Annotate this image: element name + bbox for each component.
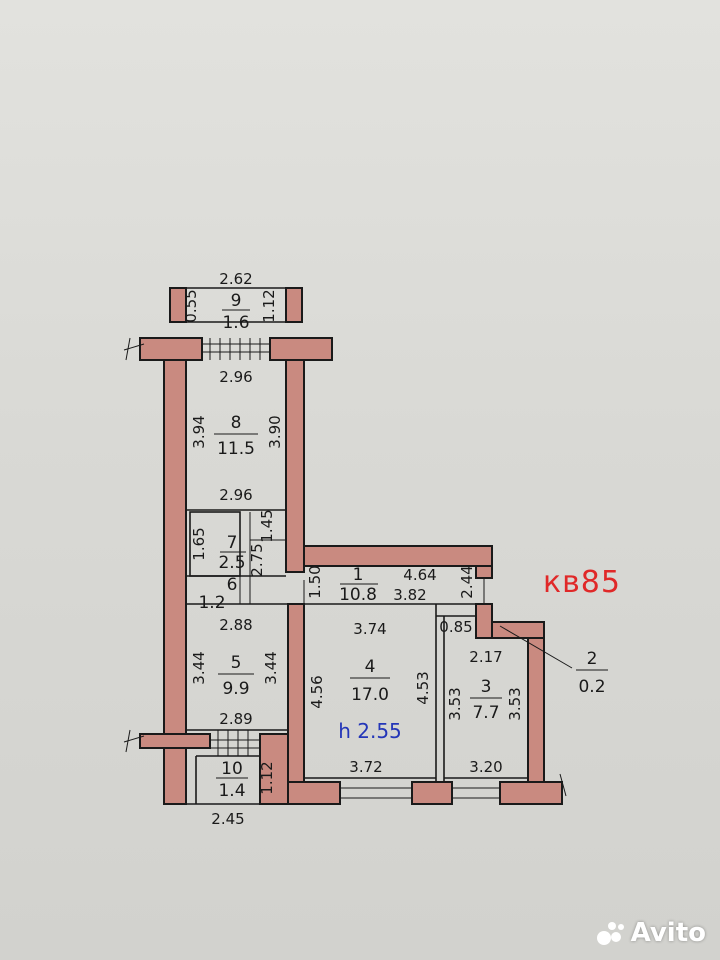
- room-10-number: 10: [221, 759, 243, 779]
- dim-room9-left: 0.55: [182, 289, 200, 322]
- left-lower-wall: [163, 747, 187, 805]
- avito-logo-icon: [596, 922, 624, 945]
- dim-room8-right: 3.90: [266, 415, 284, 448]
- dim-room4-left: 4.56: [308, 675, 326, 708]
- dim-room3-bottom: 3.20: [469, 758, 502, 776]
- dim-room5-bottom: 2.89: [219, 710, 252, 728]
- room-8-area: 11.5: [217, 439, 255, 459]
- left-outer-wall: [163, 359, 187, 735]
- room-10-area: 1.4: [218, 781, 245, 801]
- room-5-area: 9.9: [222, 679, 249, 699]
- room-6-area: 1.2: [198, 593, 225, 613]
- dim-room4-right: 4.53: [414, 671, 432, 704]
- dim-room1-left: 1.50: [306, 565, 324, 598]
- dim-room1-right: 2.44: [458, 565, 476, 598]
- room-5-number: 5: [231, 653, 242, 673]
- dim-room7-left: 1.65: [190, 527, 208, 560]
- left-stub-wall: [139, 733, 211, 749]
- dim-room4-top: 3.74: [353, 620, 386, 638]
- dim-room8-left: 3.94: [190, 415, 208, 448]
- room-3-number: 3: [481, 677, 492, 697]
- room1-top-wall: [303, 545, 493, 567]
- room1-right-wall-upper: [475, 565, 493, 579]
- room-2-number: 2: [587, 649, 598, 669]
- dim-room9-width: 2.62: [219, 270, 252, 288]
- balcony-wall-left: [169, 287, 187, 323]
- bottom-wall-right: [499, 781, 563, 805]
- room3-right-wall: [527, 637, 545, 783]
- dim-room5-left: 3.44: [190, 651, 208, 684]
- dim-room3-left: 3.53: [446, 687, 464, 720]
- bottom-wall-left: [287, 781, 341, 805]
- apartment-number-label: кв85: [543, 565, 621, 600]
- room-6-number: 6: [227, 575, 238, 595]
- watermark-text: Avito: [630, 918, 706, 948]
- room-7-area: 2.5: [218, 553, 245, 573]
- room-8-number: 8: [231, 413, 242, 433]
- room1-right-wall-lower: [475, 603, 493, 639]
- bottom-wall-middle: [411, 781, 453, 805]
- dim-room8-bottom: 2.96: [219, 486, 252, 504]
- room-4-area: 17.0: [351, 685, 389, 705]
- walls: [139, 287, 563, 805]
- dim-room4-bottom: 3.72: [349, 758, 382, 776]
- inner-wall-room8-right: [285, 359, 305, 573]
- room-4-number: 4: [365, 657, 376, 677]
- inner-wall-room5-room4: [287, 603, 305, 805]
- partitions: [123, 287, 573, 805]
- room-9-area: 1.6: [222, 313, 249, 333]
- dimension-labels: 2.62 0.55 1.12 2.96 3.94 3.90 2.96 1.65 …: [182, 270, 524, 828]
- room-7-number: 7: [227, 533, 238, 553]
- dim-room8-top: 2.96: [219, 368, 252, 386]
- dim-room3-right: 3.53: [506, 687, 524, 720]
- room-labels: 9 1.6 8 11.5 7 2.5 6 1.2 5 9.9 10 1.4 1 …: [198, 291, 608, 801]
- balcony-wall-right: [285, 287, 303, 323]
- dim-room10-bottom: 2.45: [211, 810, 244, 828]
- watermark: Avito: [595, 916, 706, 950]
- room-9-number: 9: [231, 291, 242, 311]
- dim-room1-bottom: 3.82: [393, 586, 426, 604]
- room-1-number: 1: [353, 565, 364, 585]
- dim-room1-top: 4.64: [403, 566, 436, 584]
- dim-room5-right: 3.44: [262, 651, 280, 684]
- dim-room7-right: 1.45: [258, 509, 276, 542]
- ceiling-height-label: h 2.55: [338, 719, 402, 743]
- dim-room7-side: 2.75: [248, 543, 266, 576]
- dim-room3-notch: 0.85: [439, 618, 472, 636]
- room2-top-wall: [491, 621, 545, 639]
- top-wall-left: [139, 337, 203, 361]
- dim-room5-top: 2.88: [219, 616, 252, 634]
- dim-room10-right: 1.12: [258, 761, 276, 794]
- dim-room9-right: 1.12: [260, 289, 278, 322]
- dim-room3-top: 2.17: [469, 648, 502, 666]
- room-3-area: 7.7: [472, 703, 499, 723]
- room-2-area: 0.2: [578, 677, 605, 697]
- room-1-area: 10.8: [339, 585, 377, 605]
- top-wall-right: [269, 337, 333, 361]
